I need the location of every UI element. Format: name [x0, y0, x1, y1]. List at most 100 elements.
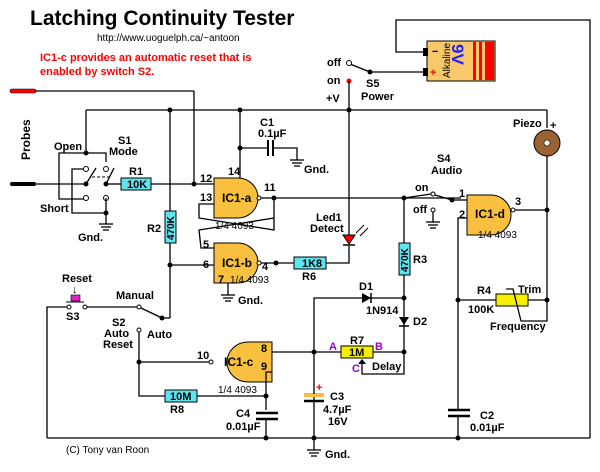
s5-on: on: [327, 75, 341, 87]
r2-value: 470K: [166, 215, 177, 240]
ic-d-pin2: 2: [459, 209, 465, 221]
s1-short: Short: [40, 203, 69, 215]
s5-off: off: [327, 57, 341, 69]
copyright: (C) Tony van Roon: [66, 445, 149, 456]
s5-sub: Power: [361, 91, 395, 103]
piezo-buzzer: [533, 129, 561, 157]
r7-name: R7: [350, 335, 364, 347]
ic-b-pin6: 6: [203, 259, 209, 271]
battery-voltage: 9V: [448, 44, 467, 65]
c3-volt: 16V: [328, 416, 348, 428]
r8-value: 10M: [170, 391, 191, 403]
d1-part: 1N914: [366, 305, 399, 317]
gnd-label-s1: Gnd.: [78, 232, 103, 244]
ic-a-name: IC1-a: [222, 191, 252, 205]
r3-value: 470K: [400, 247, 411, 272]
ic-d-pin3: 3: [515, 196, 521, 208]
r7-value: 1M: [349, 347, 364, 359]
ic-c-pin8: 8: [261, 343, 267, 355]
c3-plus: +: [316, 382, 322, 394]
ic-c-name: IC1-c: [224, 355, 254, 369]
switch-s3-reset[interactable]: Reset ↓ S3: [62, 273, 92, 323]
ic-a-pin12: 12: [200, 173, 212, 185]
ic-d-pin1: 1: [459, 188, 465, 200]
ic-a-part: 1/4 4093: [215, 221, 254, 232]
note-line-1: IC1-c provides an automatic reset that i…: [40, 52, 252, 64]
s1-open: Open: [54, 141, 82, 153]
gate-ic1-c: [226, 341, 273, 383]
c2-name: C2: [480, 410, 494, 422]
note-line-2: enabled by switch S2.: [40, 66, 154, 78]
c1-name: C1: [260, 117, 274, 129]
ic-c-pin9: 9: [261, 361, 267, 373]
s2-manual: Manual: [116, 290, 154, 302]
c4-value: 0.01µF: [226, 421, 261, 433]
gate-ic1-d: [466, 194, 512, 236]
switch-s1[interactable]: Open S1 Mode Short: [40, 110, 138, 224]
r6-value: 1K8: [302, 258, 322, 270]
piezo-plus: +: [550, 120, 556, 132]
c1-value: 0.1µF: [258, 128, 287, 140]
r1-value: 10K: [127, 179, 147, 191]
c3-name: C3: [330, 391, 344, 403]
switch-s5[interactable]: off on S5 Power: [327, 57, 423, 103]
battery-brand: Alkaline: [442, 43, 453, 78]
title: Latching Continuity Tester: [30, 7, 294, 30]
s3-label: Reset: [62, 273, 92, 285]
led-sub: Detect: [310, 223, 344, 235]
ic-a-pin11: 11: [264, 182, 276, 194]
ic-d-part: 1/4 4093: [478, 230, 517, 241]
diode-d1: [362, 293, 371, 303]
probe-black: [10, 182, 85, 186]
d2-name: D2: [413, 316, 427, 328]
ic-c-pin10: 10: [197, 350, 209, 362]
r4-value: 100K: [468, 304, 494, 316]
r8-name: R8: [170, 404, 184, 416]
ic-b-pin7: 7: [218, 274, 224, 286]
ground-icon: [99, 223, 113, 231]
probes-label: Probes: [19, 119, 33, 160]
r3-name: R3: [413, 254, 427, 266]
s2-name: S2: [112, 317, 125, 329]
s5-name: S5: [366, 78, 379, 90]
r1-name: R1: [129, 166, 143, 178]
c3-value: 4.7µF: [323, 404, 352, 416]
switch-s4[interactable]: on off S4 Audio: [413, 153, 467, 229]
c4-name: C4: [236, 408, 251, 420]
s1-name: S1: [118, 135, 131, 147]
r7-terminal-a: A: [329, 341, 337, 353]
ic-c-part: 1/4 4093: [218, 385, 257, 396]
piezo-label: Piezo: [513, 118, 542, 130]
led-name: Led1: [316, 212, 342, 224]
gnd-label-c1: Gnd.: [304, 164, 329, 176]
ic-a-pin14: 14: [228, 166, 241, 178]
ic-b-pin4: 4: [262, 261, 269, 273]
ic-b-pin5: 5: [203, 239, 209, 251]
diode-d2: [399, 317, 409, 325]
r7-terminal-c: C: [352, 363, 360, 375]
s1-sub: Mode: [109, 146, 138, 158]
c2-value: 0.01µF: [470, 422, 505, 434]
ic-d-name: IC1-d: [475, 207, 505, 221]
vplus-label: +V: [326, 93, 340, 105]
s4-on: on: [415, 182, 429, 194]
r4-trim: Trim: [518, 284, 541, 296]
battery-minus: −: [432, 46, 438, 58]
s4-name: S4: [437, 153, 451, 165]
d1-name: D1: [359, 281, 373, 293]
r7-delay: Delay: [372, 361, 402, 373]
s2-auto: Auto: [147, 329, 172, 341]
s3-name: S3: [66, 311, 79, 323]
battery-plus: +: [430, 67, 436, 79]
ic-b-name: IC1-b: [222, 256, 252, 270]
r2-name: R2: [147, 223, 161, 235]
ic-b-part: 1/4 4093: [230, 275, 269, 286]
s4-sub: Audio: [431, 165, 462, 177]
probe-red: [9, 88, 195, 183]
url-text: http://www.uoguelph.ca/~antoon: [97, 33, 240, 44]
switch-s2[interactable]: Manual Auto S2 Auto Reset: [103, 290, 172, 351]
s3-arrow: ↓: [72, 284, 78, 296]
s2-sub2: Reset: [103, 339, 133, 351]
